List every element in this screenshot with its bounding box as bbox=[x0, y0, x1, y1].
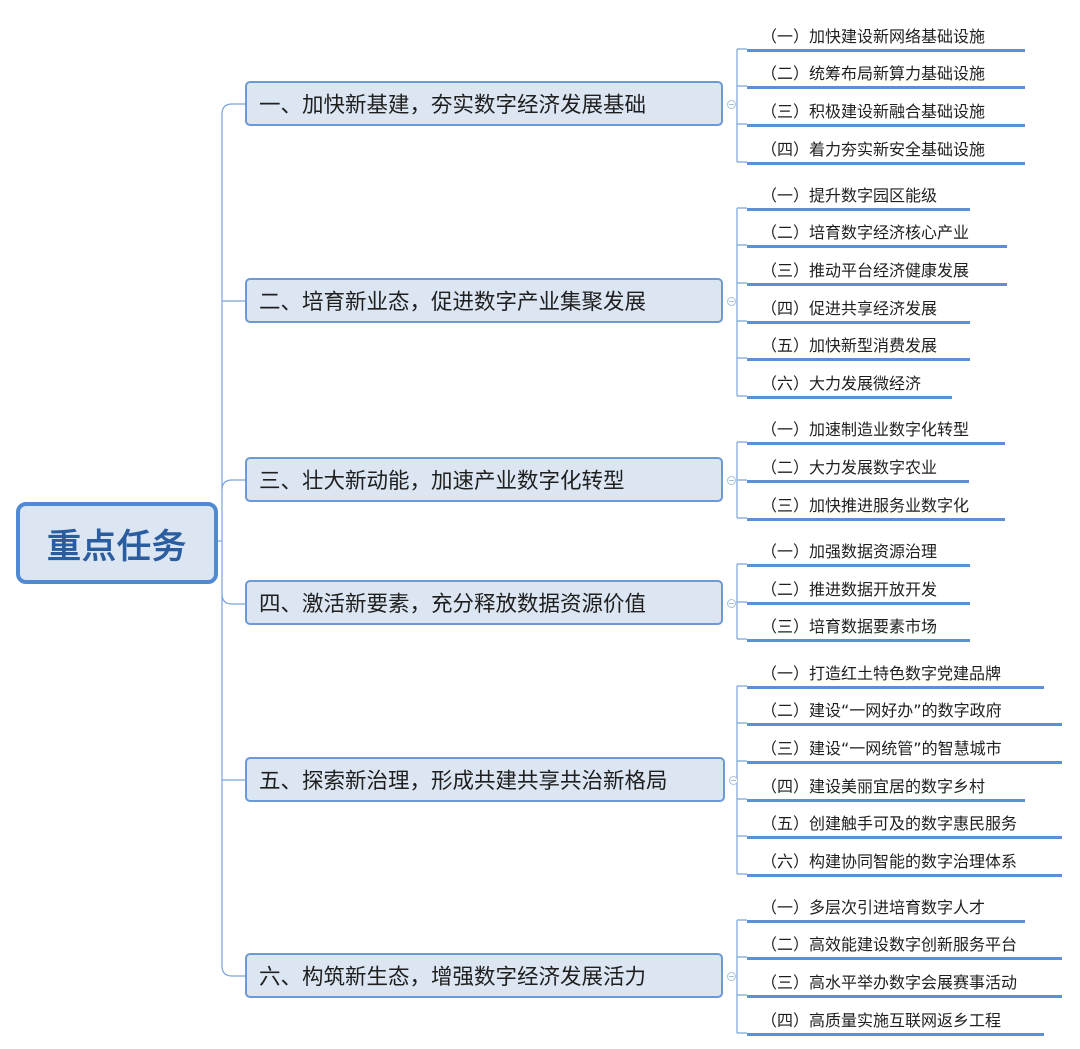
subtopic-2-1[interactable]: （一）提升数字园区能级 bbox=[747, 181, 970, 211]
subtopic-3-3[interactable]: （三）加快推进服务业数字化 bbox=[747, 491, 1005, 521]
topic-label: 五、探索新治理，形成共建共享共治新格局 bbox=[259, 769, 668, 794]
subtopic-6-1[interactable]: （一）多层次引进培育数字人才 bbox=[747, 893, 1025, 923]
subtopic-6-3[interactable]: （三）高水平举办数字会展赛事活动 bbox=[747, 968, 1062, 998]
subtopic-label: （二）统筹布局新算力基础设施 bbox=[761, 64, 986, 83]
subtopic-label: （二）推进数据开放开发 bbox=[761, 580, 938, 599]
subtopic-2-4[interactable]: （四）促进共享经济发展 bbox=[747, 294, 970, 324]
subtopic-5-1[interactable]: （一）打造红土特色数字党建品牌 bbox=[747, 659, 1044, 689]
subtopic-5-4[interactable]: （四）建设美丽宜居的数字乡村 bbox=[747, 772, 1025, 802]
topic-label: 三、壮大新动能，加速产业数字化转型 bbox=[259, 469, 625, 494]
collapse-icon[interactable] bbox=[727, 297, 736, 306]
topic-node-4[interactable]: 四、激活新要素，充分释放数据资源价值 bbox=[245, 580, 723, 625]
subtopic-1-4[interactable]: （四）着力夯实新安全基础设施 bbox=[747, 135, 1025, 165]
subtopic-2-2[interactable]: （二）培育数字经济核心产业 bbox=[747, 218, 1007, 248]
subtopic-6-2[interactable]: （二）高效能建设数字创新服务平台 bbox=[747, 930, 1062, 960]
subtopic-label: （四）建设美丽宜居的数字乡村 bbox=[761, 777, 986, 796]
subtopic-label: （四）促进共享经济发展 bbox=[761, 299, 938, 318]
subtopic-label: （四）着力夯实新安全基础设施 bbox=[761, 140, 986, 159]
subtopic-label: （三）建设“一网统管”的智慧城市 bbox=[761, 739, 1002, 758]
subtopic-label: （三）培育数据要素市场 bbox=[761, 617, 938, 636]
subtopic-label: （一）打造红土特色数字党建品牌 bbox=[761, 664, 1002, 683]
subtopic-label: （三）积极建设新融合基础设施 bbox=[761, 102, 986, 121]
subtopic-1-2[interactable]: （二）统筹布局新算力基础设施 bbox=[747, 59, 1025, 89]
subtopic-label: （二）建设“一网好办”的数字政府 bbox=[761, 701, 1002, 720]
topic-label: 六、构筑新生态，增强数字经济发展活力 bbox=[259, 965, 647, 990]
topic-label: 二、培育新业态，促进数字产业集聚发展 bbox=[259, 290, 647, 315]
subtopic-label: （二）大力发展数字农业 bbox=[761, 458, 938, 477]
subtopic-label: （五）创建触手可及的数字惠民服务 bbox=[761, 814, 1018, 833]
subtopic-2-6[interactable]: （六）大力发展微经济 bbox=[747, 369, 952, 399]
subtopic-label: （三）加快推进服务业数字化 bbox=[761, 496, 970, 515]
subtopic-3-1[interactable]: （一）加速制造业数字化转型 bbox=[747, 415, 1005, 445]
subtopic-4-2[interactable]: （二）推进数据开放开发 bbox=[747, 575, 970, 605]
topic-label: 四、激活新要素，充分释放数据资源价值 bbox=[259, 592, 647, 617]
subtopic-6-4[interactable]: （四）高质量实施互联网返乡工程 bbox=[747, 1006, 1044, 1036]
collapse-icon[interactable] bbox=[727, 100, 736, 109]
collapse-icon[interactable] bbox=[727, 476, 736, 485]
subtopic-label: （一）多层次引进培育数字人才 bbox=[761, 898, 986, 917]
subtopic-label: （三）推动平台经济健康发展 bbox=[761, 261, 970, 280]
subtopic-label: （三）高水平举办数字会展赛事活动 bbox=[761, 973, 1018, 992]
subtopic-label: （二）培育数字经济核心产业 bbox=[761, 223, 970, 242]
collapse-icon[interactable] bbox=[729, 776, 738, 785]
subtopic-label: （五）加快新型消费发展 bbox=[761, 336, 938, 355]
subtopic-label: （一）加强数据资源治理 bbox=[761, 542, 938, 561]
subtopic-2-3[interactable]: （三）推动平台经济健康发展 bbox=[747, 256, 1007, 286]
topic-node-5[interactable]: 五、探索新治理，形成共建共享共治新格局 bbox=[245, 757, 725, 802]
collapse-icon[interactable] bbox=[727, 599, 736, 608]
root-node[interactable]: 重点任务 bbox=[16, 502, 218, 584]
topic-node-1[interactable]: 一、加快新基建，夯实数字经济发展基础 bbox=[245, 81, 723, 126]
topic-node-2[interactable]: 二、培育新业态，促进数字产业集聚发展 bbox=[245, 278, 723, 323]
topic-node-6[interactable]: 六、构筑新生态，增强数字经济发展活力 bbox=[245, 953, 723, 998]
subtopic-5-3[interactable]: （三）建设“一网统管”的智慧城市 bbox=[747, 734, 1062, 764]
subtopic-2-5[interactable]: （五）加快新型消费发展 bbox=[747, 331, 970, 361]
subtopic-label: （六）构建协同智能的数字治理体系 bbox=[761, 852, 1018, 871]
root-label: 重点任务 bbox=[47, 526, 187, 567]
subtopic-label: （二）高效能建设数字创新服务平台 bbox=[761, 935, 1018, 954]
subtopic-label: （四）高质量实施互联网返乡工程 bbox=[761, 1011, 1002, 1030]
topic-label: 一、加快新基建，夯实数字经济发展基础 bbox=[259, 93, 647, 118]
subtopic-1-3[interactable]: （三）积极建设新融合基础设施 bbox=[747, 97, 1025, 127]
subtopic-5-5[interactable]: （五）创建触手可及的数字惠民服务 bbox=[747, 809, 1062, 839]
subtopic-4-1[interactable]: （一）加强数据资源治理 bbox=[747, 537, 970, 567]
subtopic-4-3[interactable]: （三）培育数据要素市场 bbox=[747, 612, 970, 642]
subtopic-label: （一）加快建设新网络基础设施 bbox=[761, 27, 986, 46]
subtopic-label: （一）加速制造业数字化转型 bbox=[761, 420, 970, 439]
subtopic-label: （六）大力发展微经济 bbox=[761, 374, 922, 393]
subtopic-label: （一）提升数字园区能级 bbox=[761, 186, 938, 205]
subtopic-5-2[interactable]: （二）建设“一网好办”的数字政府 bbox=[747, 696, 1062, 726]
subtopic-5-6[interactable]: （六）构建协同智能的数字治理体系 bbox=[747, 847, 1062, 877]
subtopic-3-2[interactable]: （二）大力发展数字农业 bbox=[747, 453, 969, 483]
collapse-icon[interactable] bbox=[727, 972, 736, 981]
subtopic-1-1[interactable]: （一）加快建设新网络基础设施 bbox=[747, 22, 1025, 52]
topic-node-3[interactable]: 三、壮大新动能，加速产业数字化转型 bbox=[245, 457, 723, 502]
